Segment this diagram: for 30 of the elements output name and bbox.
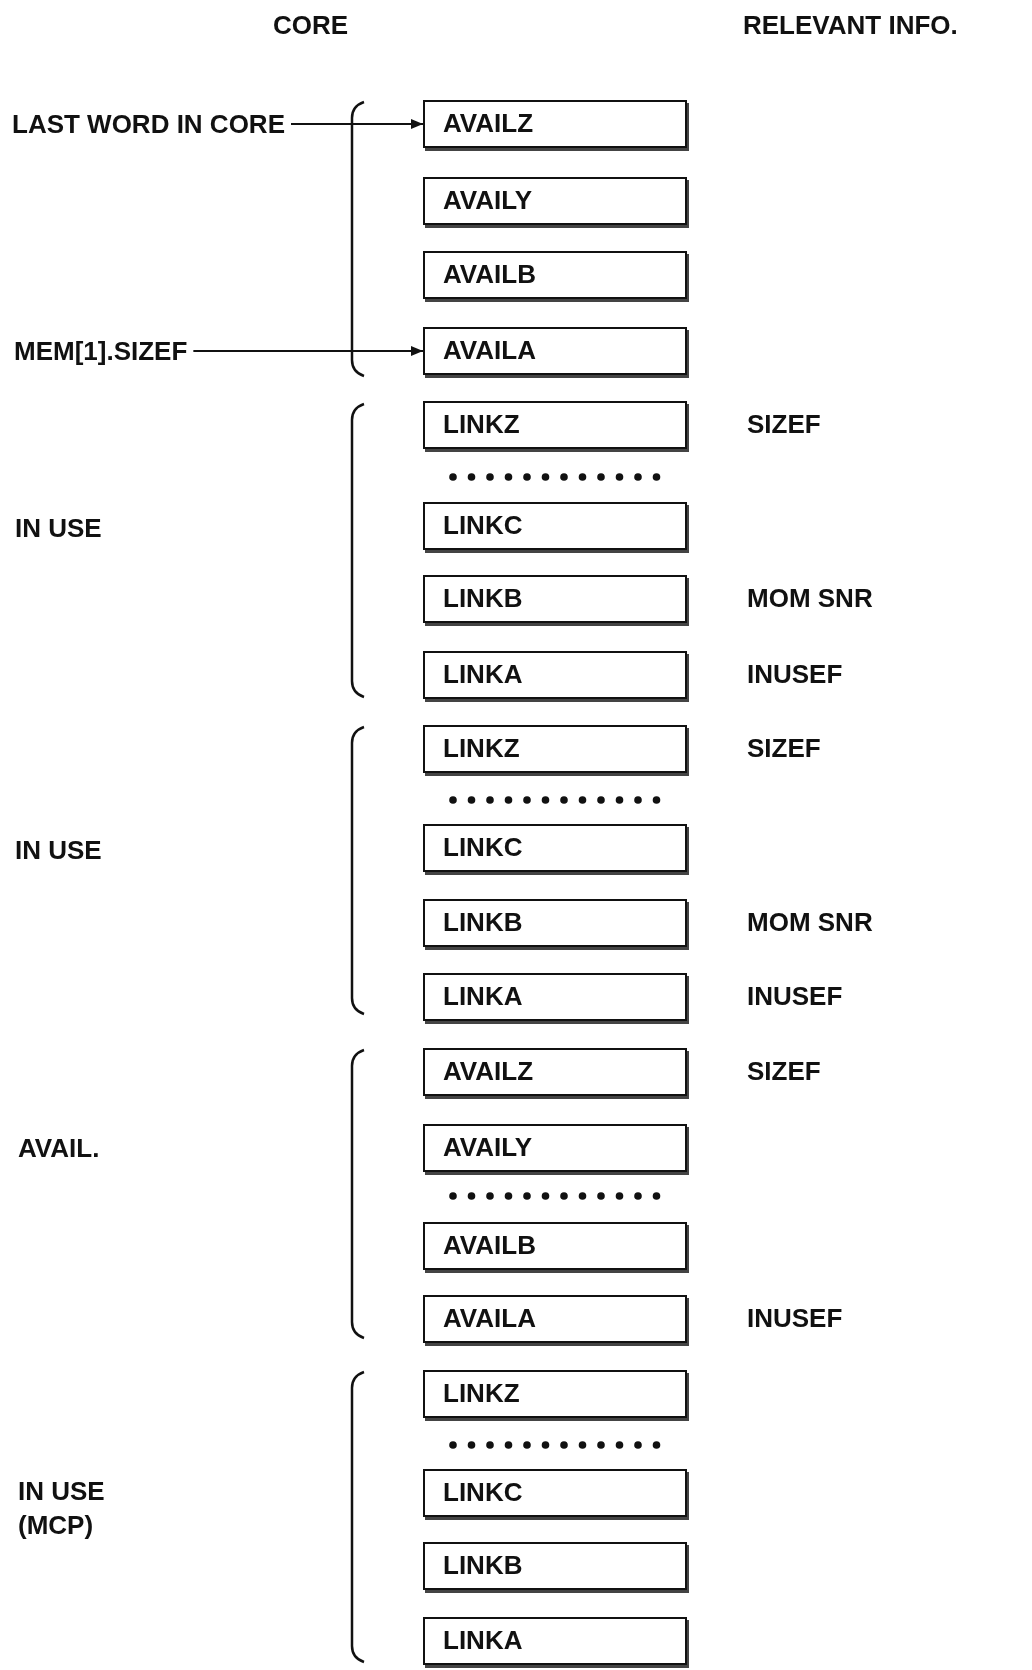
group-label: IN USE: [15, 834, 102, 867]
group-label: AVAIL.: [18, 1132, 100, 1165]
field-info-label: MOM SNR: [747, 582, 873, 615]
group-label: IN USE (MCP): [18, 1475, 106, 1542]
group-label: IN USE: [15, 512, 102, 545]
column-heading: CORE: [273, 9, 349, 42]
field-info-label: SIZEF: [747, 1055, 821, 1088]
memory-word-box: LINKC: [423, 824, 687, 872]
memory-word-box: LINKA: [423, 1617, 687, 1665]
field-info-label: INUSEF: [747, 980, 843, 1013]
field-info-label: SIZEF: [747, 732, 821, 765]
field-info-label: INUSEF: [747, 1302, 843, 1335]
memory-word-box: AVAILY: [423, 1124, 687, 1172]
memory-word-box: LINKB: [423, 1542, 687, 1590]
pointer-arrow: [290, 119, 424, 129]
column-heading: RELEVANT INFO.: [743, 9, 958, 42]
memory-word-box: AVAILY: [423, 177, 687, 225]
pointer-label: LAST WORD IN CORE: [12, 107, 285, 141]
field-info-label: INUSEF: [747, 658, 843, 691]
memory-word-box: AVAILZ: [423, 100, 687, 148]
memory-word-box: AVAILA: [423, 327, 687, 375]
field-info-label: SIZEF: [747, 408, 821, 441]
memory-word-box: AVAILB: [423, 251, 687, 299]
pointer-label: MEM[1].SIZEF: [14, 334, 188, 368]
field-info-label: MOM SNR: [747, 906, 873, 939]
memory-word-box: LINKC: [423, 1469, 687, 1517]
memory-word-box: LINKC: [423, 502, 687, 550]
memory-word-box: AVAILB: [423, 1222, 687, 1270]
memory-word-box: LINKZ: [423, 1370, 687, 1418]
pointer-arrow: [192, 346, 424, 356]
